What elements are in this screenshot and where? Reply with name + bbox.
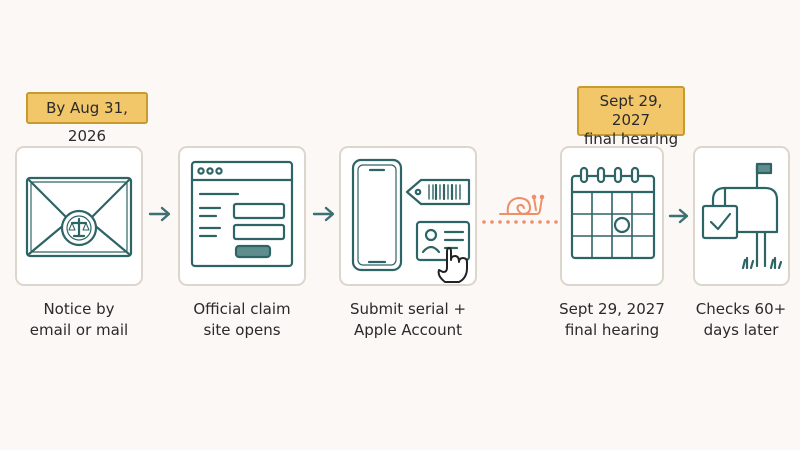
step-label-checks: Checks 60+ days later [684,299,798,341]
step-label-line2: email or mail [29,321,129,339]
step-label-notice: Notice by email or mail [5,299,153,341]
step-card-claim-site [178,146,306,286]
deadline-tag-text: By Aug 31, 2026 [46,99,128,145]
step-label-hearing: Sept 29, 2027 final hearing [547,299,677,341]
hearing-tag: Sept 29, 2027 final hearing [577,86,685,148]
envelope-seal-icon [25,176,133,258]
step-label-line2: days later [703,321,779,339]
step-label-line2: Apple Account [353,321,463,339]
step-label-line2: site opens [203,321,281,339]
step-label-claim-site: Official claim site opens [166,299,318,341]
step-label-line1: Checks 60+ [695,300,787,318]
step-label-line1: Submit serial + [349,300,467,318]
calendar-icon [570,166,656,260]
snail-icon [499,194,545,215]
arrow-4 [668,208,689,224]
step-label-line1: Sept 29, 2027 [559,300,665,318]
step-card-checks [693,146,790,286]
arrow-2 [312,206,335,222]
browser-form-icon [190,160,294,268]
hearing-tag-line1: Sept 29, 2027 [599,92,663,129]
step-card-submit [339,146,477,286]
step-label-line1: Notice by [43,300,115,318]
dotted-connector [482,220,558,224]
step-label-line1: Official claim [193,300,291,318]
step-label-submit: Submit serial + Apple Account [331,299,485,341]
step-label-line2: final hearing [564,321,660,339]
step-card-notice [15,146,143,286]
deadline-tag: By Aug 31, 2026 [26,92,148,145]
step-card-hearing [560,146,664,286]
mailbox-check-icon [701,162,783,270]
phone-id-card-icon [351,158,471,283]
hearing-tag-line2: final hearing [583,130,679,148]
arrow-1 [148,206,171,222]
